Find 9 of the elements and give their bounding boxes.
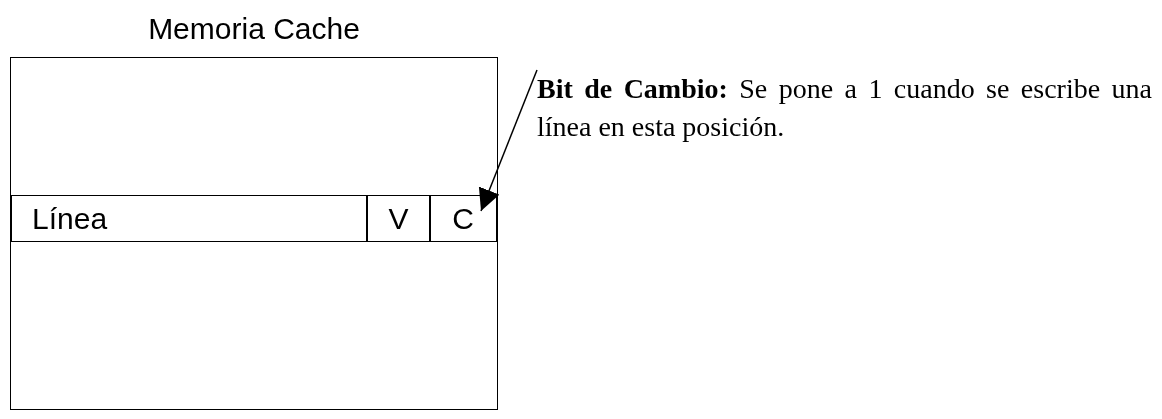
line-field-cell	[11, 195, 368, 242]
cell-label: Línea	[32, 201, 108, 236]
valid-bit-cell	[366, 195, 431, 242]
callout-text: Bit de Cambio: Se pone a 1 cuando se escribe una línea en esta posición.	[537, 72, 1152, 144]
box-heading: Memoria Cache	[147, 12, 361, 46]
cell-label: V	[388, 201, 409, 236]
cell-label: C	[452, 201, 474, 236]
leader-arrow	[478, 69, 538, 212]
change-bit-cell	[429, 195, 497, 242]
